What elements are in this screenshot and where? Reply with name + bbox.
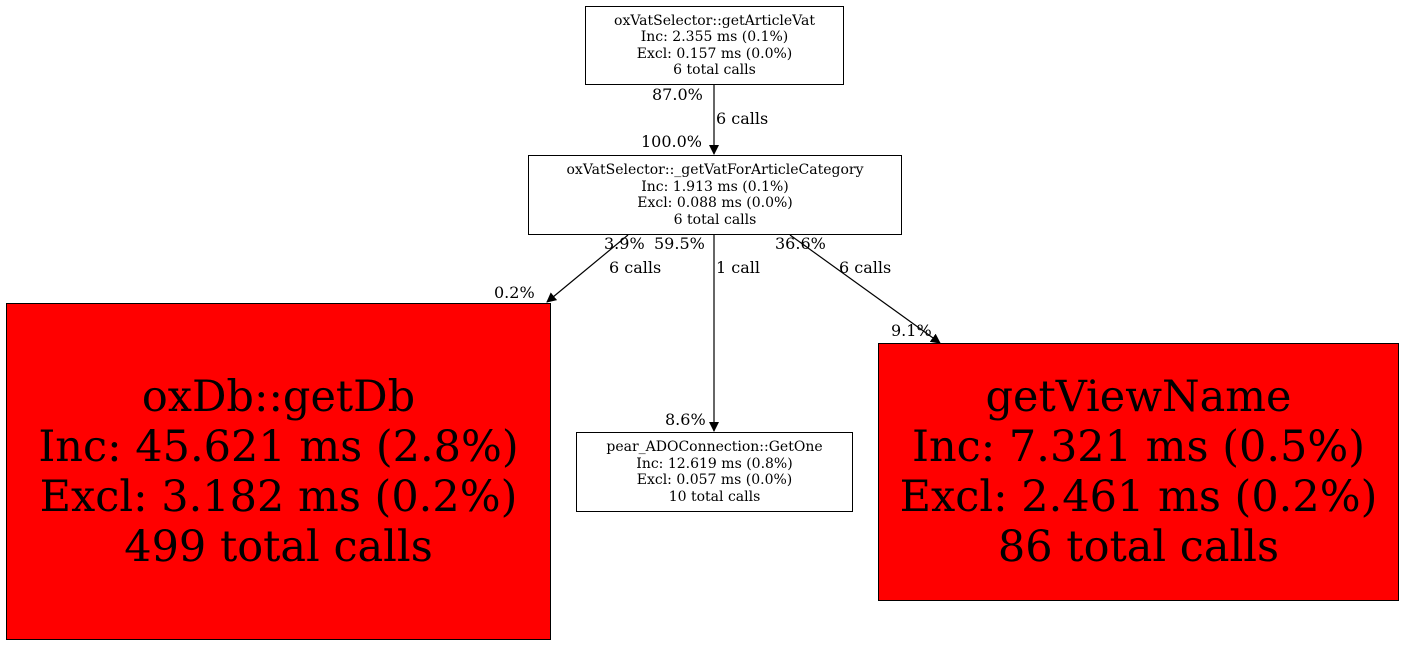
node-inclusive-time: Inc: 45.621 ms (2.8%): [38, 421, 519, 472]
node-getvatforarticlecategory[interactable]: oxVatSelector::_getVatForArticleCategory…: [528, 155, 902, 235]
edge-call-count: 6 calls: [609, 258, 662, 277]
node-total-calls: 6 total calls: [673, 62, 756, 78]
node-exclusive-time: Excl: 3.182 ms (0.2%): [39, 471, 518, 522]
node-total-calls: 6 total calls: [673, 211, 757, 228]
node-exclusive-time: Excl: 0.157 ms (0.0%): [636, 45, 793, 62]
node-title: getViewName: [985, 372, 1292, 422]
edge-call-count: 6 calls: [839, 258, 892, 277]
edge-call-count: 6 calls: [716, 109, 769, 128]
node-title: oxDb::getDb: [141, 371, 416, 422]
edge-head-percent: 0.2%: [494, 283, 535, 302]
node-inclusive-time: Inc: 12.619 ms (0.8%): [636, 455, 793, 472]
edge-tail-percent: 87.0%: [652, 85, 703, 104]
node-total-calls: 86 total calls: [997, 522, 1280, 572]
node-exclusive-time: Excl: 0.088 ms (0.0%): [637, 195, 793, 211]
node-exclusive-time: Excl: 0.057 ms (0.0%): [636, 472, 793, 488]
node-getviewname[interactable]: getViewName Inc: 7.321 ms (0.5%) Excl: 2…: [878, 343, 1399, 601]
edge-tail-percent: 3.9%: [604, 234, 645, 253]
node-getone[interactable]: pear_ADOConnection::GetOne Inc: 12.619 m…: [576, 432, 853, 512]
edge-head-percent: 8.6%: [665, 410, 706, 429]
edge-tail-percent: 36.6%: [775, 234, 826, 253]
node-title: oxVatSelector::getArticleVat: [614, 12, 815, 29]
node-inclusive-time: Inc: 7.321 ms (0.5%): [912, 422, 1365, 472]
node-inclusive-time: Inc: 1.913 ms (0.1%): [641, 178, 789, 195]
edge-getvatforarticlecategory-to-getviewname: [789, 234, 941, 344]
node-total-calls: 499 total calls: [124, 521, 433, 572]
node-title: oxVatSelector::_getVatForArticleCategory: [566, 162, 864, 178]
node-total-calls: 10 total calls: [668, 488, 761, 505]
node-getdb[interactable]: oxDb::getDb Inc: 45.621 ms (2.8%) Excl: …: [6, 303, 551, 640]
node-title: pear_ADOConnection::GetOne: [606, 439, 823, 455]
edge-head-percent: 9.1%: [891, 321, 932, 340]
node-getarticlevat[interactable]: oxVatSelector::getArticleVat Inc: 2.355 …: [585, 6, 844, 85]
edge-head-percent: 100.0%: [641, 132, 703, 151]
edge-getvatforarticlecategory-to-getdb: [546, 234, 629, 303]
node-exclusive-time: Excl: 2.461 ms (0.2%): [899, 472, 1378, 522]
edge-tail-percent: 59.5%: [654, 234, 705, 253]
edge-call-count: 1 call: [716, 258, 760, 277]
node-inclusive-time: Inc: 2.355 ms (0.1%): [640, 29, 789, 45]
